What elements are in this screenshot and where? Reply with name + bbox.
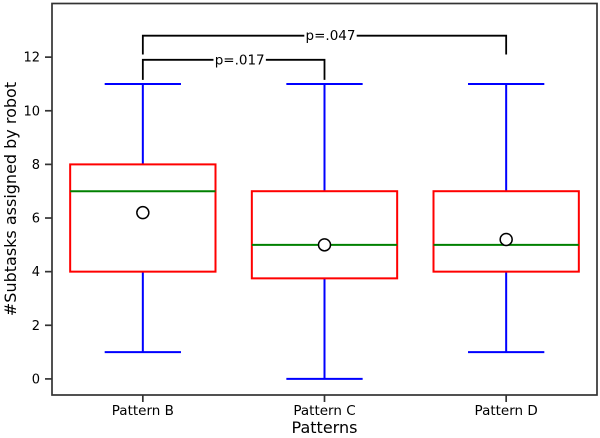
y-axis-label: #Subtasks assigned by robot: [1, 82, 20, 316]
x-axis-label: Patterns: [292, 418, 358, 437]
y-tick-label: 4: [32, 265, 40, 280]
x-tick-label: Pattern B: [112, 403, 174, 419]
significance-label-bg: [213, 51, 266, 69]
mean-marker: [136, 205, 150, 220]
mean-marker: [317, 238, 332, 252]
significance-label: p=.017: [215, 52, 265, 68]
x-tick-label: Pattern C: [293, 403, 355, 419]
y-tick-label: 6: [32, 212, 40, 227]
x-tick-label: Pattern D: [475, 403, 538, 419]
y-tick-label: 12: [23, 51, 40, 66]
y-tick-label: 10: [23, 104, 40, 119]
box: [250, 190, 399, 280]
significance-label-bg: [304, 27, 357, 45]
y-tick-label: 8: [32, 158, 40, 173]
mean-marker: [499, 232, 513, 247]
y-tick-label: 2: [32, 319, 40, 334]
y-tick-label: 0: [32, 372, 40, 387]
significance-label: p=.047: [306, 28, 356, 44]
box: [432, 190, 580, 273]
